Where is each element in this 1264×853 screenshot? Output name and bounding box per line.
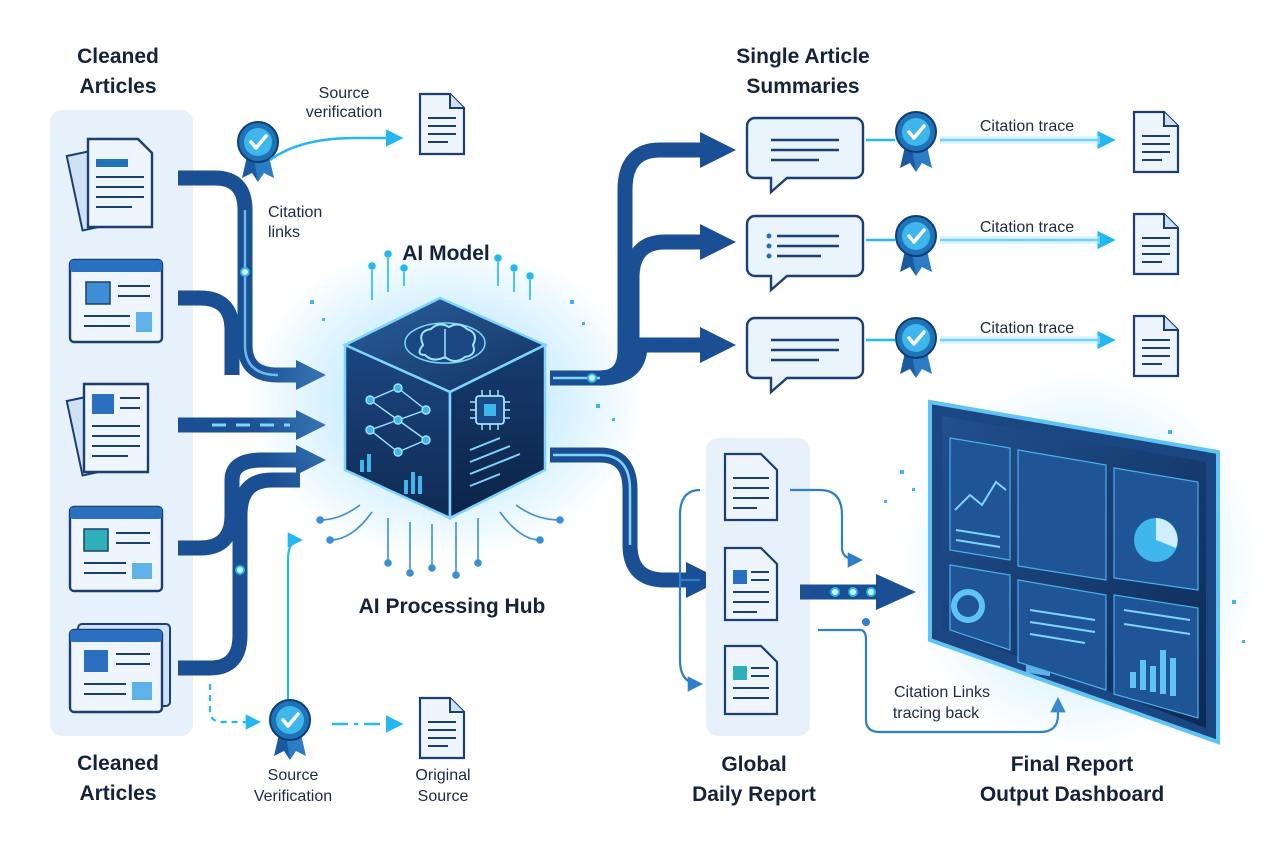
- verified-badge-icon-bottom: [268, 698, 312, 762]
- neural-network-icon: [365, 383, 431, 457]
- ai-model-label: AI Model: [402, 242, 490, 265]
- citation-back-node: [862, 618, 870, 626]
- verified-badge-icon-trace-1: [894, 110, 938, 174]
- document-icon-trace-3: [1132, 314, 1180, 378]
- output-arrowheads: [686, 132, 736, 598]
- article-icon-2: [65, 382, 150, 477]
- cube-lines-right: [469, 437, 521, 487]
- cleaned-articles-top-line2: Articles: [79, 75, 156, 98]
- citation-trace-label-2: Citation trace: [980, 219, 1074, 236]
- report-doc-1: [723, 452, 779, 522]
- citation-trace-label-3: Citation trace: [980, 320, 1074, 337]
- source-verification-bottom-line2: Verification: [254, 788, 332, 805]
- ai-model-cube: [342, 296, 548, 521]
- ai-hub-label: AI Processing Hub: [359, 595, 546, 618]
- flow-node-1: [240, 267, 250, 277]
- report-doc-2: [723, 546, 779, 622]
- output-node-1: [587, 373, 597, 383]
- source-verification-top-line1: Source: [319, 85, 370, 102]
- original-source-line2: Source: [418, 788, 469, 805]
- report-links: [678, 488, 864, 692]
- verification-arrow-bottom-in: [208, 684, 262, 730]
- report-doc-3: [723, 644, 779, 716]
- verification-arrow-up: [286, 532, 304, 700]
- output-highlight-2: [553, 453, 632, 545]
- decorative-particles: [310, 300, 1245, 643]
- brain-icon: [404, 322, 486, 364]
- web-page-icon-2: [68, 505, 164, 593]
- source-verification-top-line2: verification: [306, 104, 382, 121]
- document-icon-trace-1: [1132, 110, 1180, 174]
- verification-arrow-top: [269, 129, 404, 162]
- dashboard-monitor-icon: [900, 370, 1260, 750]
- article-icon-1: [65, 137, 154, 232]
- flow-node-2: [235, 565, 245, 575]
- cleaned-articles-top-line1: Cleaned: [77, 45, 159, 68]
- citation-trace-label-1: Citation trace: [980, 118, 1074, 135]
- flow-input-2: [178, 290, 240, 375]
- verified-badge-icon-top: [236, 120, 280, 184]
- final-report-line2: Output Dashboard: [980, 783, 1164, 806]
- document-icon-top: [418, 92, 466, 156]
- flow-to-dashboard-head: [876, 574, 916, 610]
- web-page-icon-3: [68, 623, 171, 714]
- summaries-title-line2: Summaries: [746, 75, 859, 98]
- citation-trace-glow: [940, 136, 1100, 344]
- chat-bubble-icon-1: [745, 116, 865, 194]
- source-verification-bottom-line1: Source: [268, 767, 319, 784]
- cube-bars-left: [360, 454, 422, 494]
- citation-back-line2: tracing back: [893, 705, 980, 722]
- hub-circuit-top: [368, 250, 534, 300]
- original-source-line1: Original: [415, 767, 470, 784]
- verified-badge-icon-trace-2: [894, 214, 938, 278]
- verified-badge-icon-trace-3: [894, 316, 938, 380]
- chat-bubble-icon-3: [745, 316, 865, 394]
- chat-bubble-icon-2: [745, 214, 865, 292]
- document-icon-original: [418, 696, 466, 760]
- citation-back-line1: Citation Links: [894, 684, 990, 701]
- hub-circuit-bottom: [316, 504, 564, 579]
- flow-input-4: [178, 452, 300, 556]
- citation-links-line2: links: [268, 224, 300, 241]
- citation-links-line1: Citation: [268, 204, 322, 221]
- global-report-line1: Global: [721, 753, 786, 776]
- cleaned-articles-bottom-line1: Cleaned: [77, 752, 159, 775]
- final-report-line1: Final Report: [1011, 753, 1134, 776]
- flow-to-dashboard-dots: [830, 587, 876, 597]
- chip-icon: [470, 390, 510, 430]
- document-icon-trace-2: [1132, 212, 1180, 276]
- cube-right-face: [448, 342, 547, 521]
- web-page-icon-1: [68, 258, 164, 344]
- summaries-title-line1: Single Article: [736, 45, 869, 68]
- cleaned-articles-bottom-line2: Articles: [79, 782, 156, 805]
- flow-output-summary-3: [599, 337, 705, 386]
- global-report-line2: Daily Report: [692, 783, 816, 806]
